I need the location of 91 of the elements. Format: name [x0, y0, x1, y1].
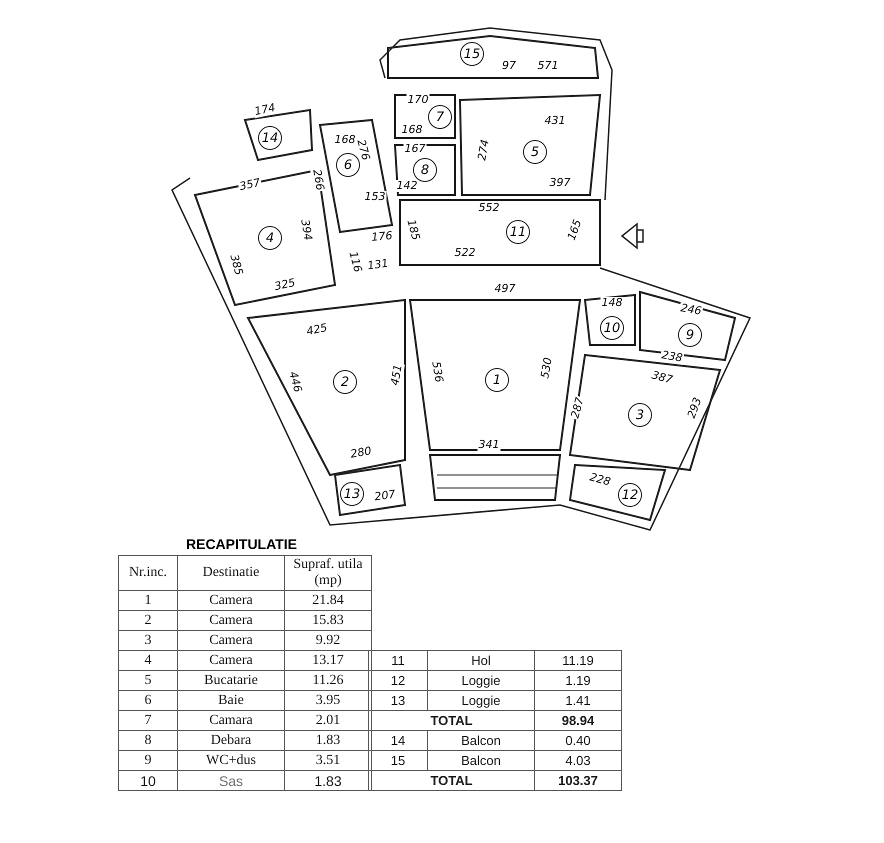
room-number-circle: 9	[678, 323, 702, 347]
dimension-label: 142	[396, 180, 418, 192]
dimension-label: 168	[400, 124, 424, 136]
room-name: Debara	[178, 730, 284, 750]
dimension-label: 176	[370, 230, 394, 244]
room-number: 7	[118, 710, 178, 730]
dimension-label: 497	[494, 283, 516, 295]
room-number: 10	[118, 770, 178, 790]
room-number-circle: 7	[428, 105, 452, 129]
dimension-label: 571	[536, 60, 560, 72]
dimension-label: 552	[478, 202, 500, 214]
total-value: 98.94	[534, 710, 622, 730]
room-name: WC+dus	[178, 750, 284, 770]
area-value: 11.19	[534, 650, 622, 670]
area-value: 3.51	[284, 750, 372, 770]
area-value: 4.03	[534, 750, 622, 770]
room-name: Loggie	[428, 690, 534, 710]
dimension-label: 522	[454, 247, 476, 259]
room-number-circle: 13	[340, 482, 364, 506]
room-number-circle: 15	[460, 42, 484, 66]
room-name: Balcon	[428, 750, 534, 770]
total-label: TOTAL	[368, 770, 534, 790]
room-name: Baie	[178, 690, 284, 710]
area-value: 2.01	[284, 710, 372, 730]
area-value: 0.40	[534, 730, 622, 750]
dimension-label: 536	[429, 360, 445, 384]
room-name: Balcon	[428, 730, 534, 750]
area-value: 15.83	[284, 610, 372, 630]
room-number: 8	[118, 730, 178, 750]
column-header: Supraf. utila (mp)	[284, 556, 372, 590]
room-name: Camera	[178, 650, 284, 670]
room-name: Loggie	[428, 670, 534, 690]
dimension-label: 168	[334, 134, 356, 146]
room-number: 9	[118, 750, 178, 770]
dimension-label: 170	[406, 94, 430, 106]
area-value: 1.19	[534, 670, 622, 690]
total-label: TOTAL	[368, 710, 534, 730]
room-number: 4	[118, 650, 178, 670]
room-number: 3	[118, 630, 178, 650]
dimension-label: 266	[310, 168, 326, 192]
total-value: 103.37	[534, 770, 622, 790]
room-number-circle: 10	[600, 316, 624, 340]
room-number: 12	[368, 670, 428, 690]
dimension-label: 153	[364, 191, 386, 203]
room-name: Hol	[428, 650, 534, 670]
room-number-circle: 3	[628, 403, 652, 427]
room-name: Camara	[178, 710, 284, 730]
dimension-label: 174	[252, 102, 278, 118]
room-number: 5	[118, 670, 178, 690]
area-value: 9.92	[284, 630, 372, 650]
dimension-label: 97	[501, 60, 517, 72]
column-header: Destinatie	[178, 556, 284, 590]
dimension-label: 280	[348, 445, 374, 461]
area-value: 1.83	[284, 730, 372, 750]
room-number-circle: 8	[413, 158, 437, 182]
room-name: Camera	[178, 610, 284, 630]
room-number-circle: 2	[333, 370, 357, 394]
area-value: 11.26	[284, 670, 372, 690]
room-number: 15	[368, 750, 428, 770]
area-value: 13.17	[284, 650, 372, 670]
dimension-label: 238	[660, 349, 684, 365]
room-number: 13	[368, 690, 428, 710]
room-number: 6	[118, 690, 178, 710]
room-number-circle: 6	[336, 153, 360, 177]
area-value: 21.84	[284, 590, 372, 610]
room-number-circle: 14	[258, 126, 282, 150]
room-number-circle: 5	[523, 140, 547, 164]
dimension-label: 167	[404, 143, 426, 155]
dimension-label: 394	[298, 218, 314, 242]
room-number-circle: 1	[485, 368, 509, 392]
dimension-label: 451	[389, 362, 405, 388]
column-header: Nr.inc.	[118, 556, 178, 590]
room-number-circle: 4	[258, 226, 282, 250]
room-name: Camera	[178, 630, 284, 650]
dimension-label: 431	[544, 115, 566, 127]
dimension-label: 341	[478, 439, 500, 451]
room-number-circle: 12	[618, 483, 642, 507]
room-number: 14	[368, 730, 428, 750]
room-number-circle: 11	[506, 220, 530, 244]
dimension-label: 397	[548, 177, 572, 189]
room-number: 11	[368, 650, 428, 670]
room-name: Sas	[178, 770, 284, 790]
room-number: 2	[118, 610, 178, 630]
room-number: 1	[118, 590, 178, 610]
area-value: 1.41	[534, 690, 622, 710]
dimension-label: 148	[600, 297, 624, 309]
table-title: RECAPITULATIE	[186, 536, 297, 552]
area-value: 1.83	[284, 770, 372, 790]
room-name: Camera	[178, 590, 284, 610]
room-name: Bucatarie	[178, 670, 284, 690]
area-value: 3.95	[284, 690, 372, 710]
